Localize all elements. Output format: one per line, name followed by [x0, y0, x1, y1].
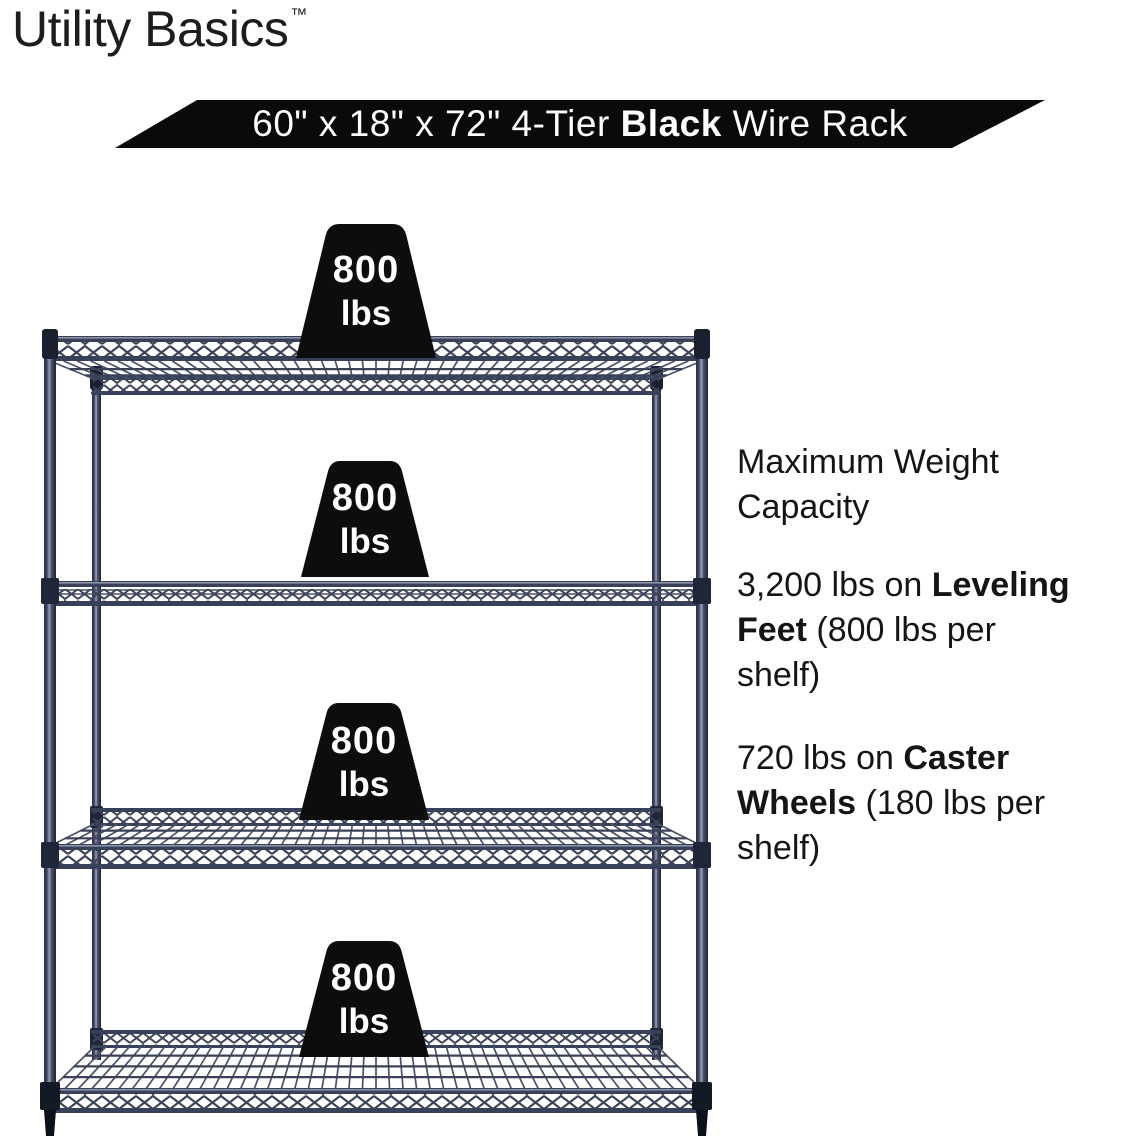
weight-unit: lbs: [339, 522, 391, 561]
shelf2-weight-label: 800 lbs: [301, 461, 429, 577]
weight-unit: lbs: [338, 764, 390, 804]
product-title-banner: 60" x 18" x 72" 4-Tier Black Wire Rack: [115, 100, 1045, 148]
caster-bold: Caster Wheels: [737, 739, 1010, 822]
weight-icon: [301, 461, 429, 577]
title-color-highlight: Black: [620, 103, 722, 144]
weight-value: 800: [330, 719, 398, 762]
title-dimensions: 60" x 18" x 72" 4-Tier: [252, 103, 621, 144]
weight-value: 800: [331, 477, 399, 519]
leveling-feet: [40, 1082, 712, 1136]
capacity-info-block: Maximum Weight Capacity 3,200 lbs on Lev…: [737, 440, 1081, 871]
shelf1-weight-label: 800 lbs: [296, 224, 436, 358]
weight-value: 800: [332, 249, 400, 291]
title-rest: Wire Rack: [721, 103, 908, 144]
weight-icon: [299, 941, 429, 1057]
shelf4-weight-label: 800 lbs: [299, 941, 429, 1057]
leveling-prefix: 3,200 lbs on: [737, 566, 932, 604]
weight-unit: lbs: [340, 294, 392, 333]
rack-front-rails: [44, 336, 708, 1113]
capacity-heading: Maximum Weight Capacity: [737, 443, 999, 526]
weight-icon: [296, 224, 436, 358]
caster-suffix: (180 lbs per shelf): [737, 784, 1046, 867]
product-title: 60" x 18" x 72" 4-Tier Black Wire Rack: [252, 100, 907, 148]
caster-wheels-capacity: 720 lbs on Caster Wheels (180 lbs per sh…: [737, 736, 1081, 871]
shelf3-weight-label: 800 lbs: [299, 703, 429, 820]
trademark-symbol: ™: [290, 5, 307, 24]
weight-value: 800: [330, 957, 398, 999]
brand-name: Utility Basics: [12, 1, 289, 57]
caster-prefix: 720 lbs on: [737, 739, 904, 777]
weight-unit: lbs: [338, 1002, 390, 1041]
leveling-feet-capacity: 3,200 lbs on Leveling Feet (800 lbs per …: [737, 563, 1081, 698]
leveling-suffix: (800 lbs per shelf): [737, 611, 996, 694]
weight-icon: [299, 703, 429, 820]
leveling-bold: Leveling Feet: [737, 566, 1070, 649]
rack-front-posts: [40, 329, 712, 1136]
